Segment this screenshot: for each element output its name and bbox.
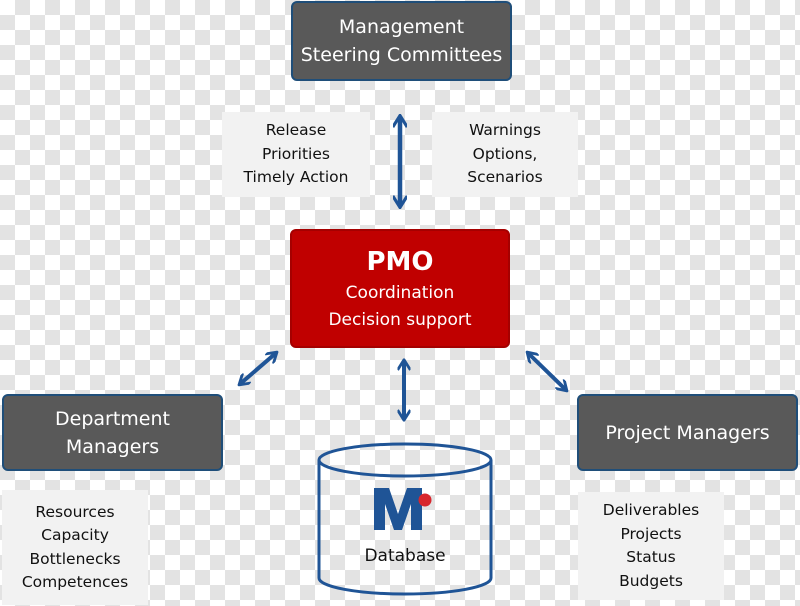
label: Capacity: [41, 526, 109, 544]
label: Coordination: [345, 282, 455, 303]
label: Options,: [472, 144, 538, 163]
note-deliverables: Deliverables Projects Status Budgets: [578, 492, 724, 600]
label: Resources: [35, 502, 115, 521]
project-managers-box: Project Managers: [577, 394, 798, 471]
label: Timely Action: [243, 168, 349, 187]
label: Bottlenecks: [29, 549, 121, 568]
label: Budgets: [619, 571, 683, 590]
label: Deliverables: [602, 501, 700, 519]
label: Management: [338, 16, 465, 38]
note-warnings-options: Warnings Options, Scenarios: [432, 112, 578, 197]
label: Status: [626, 548, 676, 566]
arrow-left: [240, 353, 276, 384]
label: Priorities: [262, 144, 330, 163]
pmo-title: PMO: [366, 246, 434, 277]
label: Projects: [620, 524, 682, 543]
label: Warnings: [469, 121, 541, 140]
department-managers-box: Department Managers: [2, 394, 223, 471]
label: Department: [55, 407, 170, 430]
note-resources: Resources Capacity Bottlenecks Competenc…: [2, 490, 148, 605]
management-steering-committees-box: Management Steering Committees: [291, 1, 512, 81]
m-logo-icon: [374, 488, 432, 530]
note-release-priorities: Release Priorities Timely Action: [222, 112, 370, 197]
label: Release: [265, 121, 327, 140]
label: Managers: [65, 435, 160, 458]
arrow-right: [528, 353, 566, 390]
label: Competences: [21, 573, 129, 591]
database-label: Database: [364, 546, 446, 566]
label: Steering Committees: [300, 44, 503, 66]
label: Project Managers: [605, 421, 770, 444]
label: Decision support: [328, 309, 472, 330]
database-cylinder: [317, 442, 493, 596]
pmo-box: PMO Coordination Decision support: [290, 229, 510, 348]
label: Scenarios: [467, 168, 543, 187]
